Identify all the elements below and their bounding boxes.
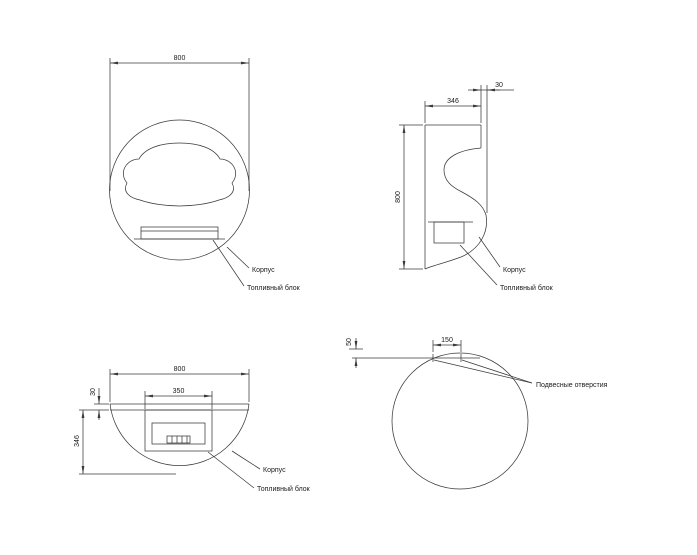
side-dim-wall-gap <box>468 85 514 213</box>
dim-text-top-width: 800 <box>174 366 186 373</box>
dim-text-back-spacing: 150 <box>441 337 453 344</box>
dim-text-front-width: 800 <box>174 55 186 62</box>
dim-text-side-depth: 346 <box>447 98 459 105</box>
bowl-outline-arc <box>109 403 250 467</box>
dim-text-top-rim: 30 <box>90 388 97 396</box>
top-dim-rim-offset <box>94 388 109 420</box>
dim-text-top-burner: 350 <box>173 388 185 395</box>
top-dim-burner-width <box>144 391 213 409</box>
label-fuel-side: Топливный блок <box>500 284 554 292</box>
burner-slot <box>166 435 191 444</box>
back-dim-hole-spacing <box>432 340 462 352</box>
flame-opening-outline <box>123 142 236 207</box>
annotations: 800 Корпус Топливный блок 30 346 800 Кор… <box>74 55 608 493</box>
leader-line-fuel <box>459 244 498 286</box>
top-dim-depth <box>79 409 176 475</box>
fuel-block-side <box>433 221 465 244</box>
fuel-block-top <box>144 409 213 452</box>
dim-text-back-offset: 50 <box>346 338 353 346</box>
body-profile-curve <box>424 147 487 270</box>
body-outline-circle <box>391 352 529 490</box>
back-dim-hole-offset <box>349 338 363 368</box>
front-view <box>109 58 250 287</box>
dim-text-top-depth: 346 <box>74 435 81 447</box>
label-body-side: Корпус <box>503 267 526 274</box>
side-view <box>399 85 514 286</box>
leader-line-fuel <box>212 239 245 287</box>
leader-line-fuel <box>207 451 255 489</box>
front-dim-width <box>109 58 250 191</box>
label-hanging-holes: Подвесные отверстия <box>536 382 608 389</box>
leader-line-body <box>478 236 501 268</box>
dim-text-side-height: 800 <box>395 191 402 203</box>
top-dim-width <box>109 369 250 402</box>
label-fuel-front: Топливный блок <box>247 284 301 292</box>
leader-line-hole-left <box>433 359 533 384</box>
linework <box>79 58 533 490</box>
label-body-front: Корпус <box>252 267 275 274</box>
label-body-top: Корпус <box>263 467 286 474</box>
top-view <box>79 369 261 489</box>
fuel-block-inner <box>151 422 206 445</box>
leader-line-body <box>226 246 250 269</box>
leader-line-body <box>231 450 261 470</box>
back-view <box>349 338 533 490</box>
side-dim-height <box>399 124 423 270</box>
body-outline-circle <box>109 119 250 261</box>
dim-text-side-gap: 30 <box>495 82 503 89</box>
leader-line-hole-right <box>461 359 533 384</box>
side-dim-depth <box>424 85 482 123</box>
label-fuel-top: Топливный блок <box>257 485 311 493</box>
